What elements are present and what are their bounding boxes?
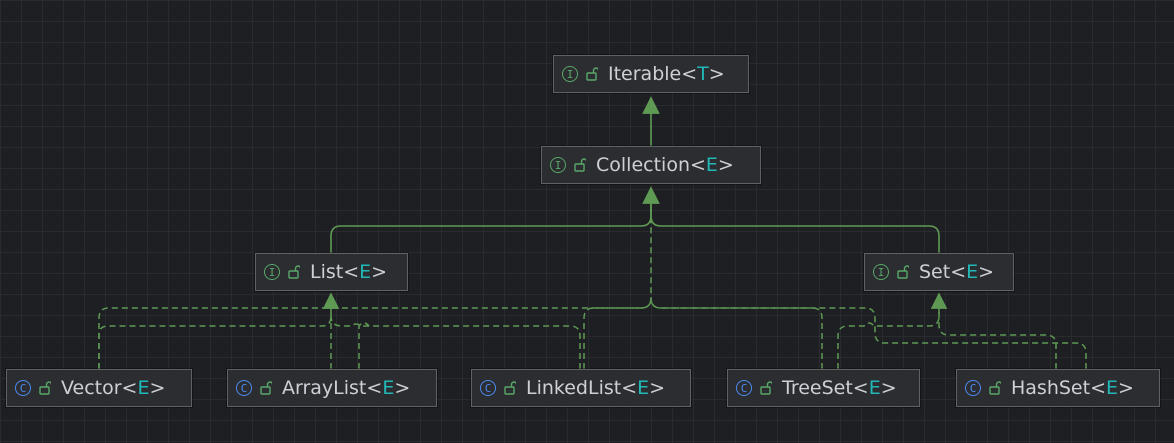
- class-name: ArrayList: [282, 377, 367, 399]
- node-set[interactable]: I Set<E>: [864, 253, 1014, 291]
- generic-close: >: [708, 63, 725, 85]
- class-icon: C: [736, 380, 752, 396]
- edge-linkedlist-list: [330, 315, 581, 369]
- generic-open: <: [121, 377, 138, 399]
- generic-close: >: [649, 377, 666, 399]
- class-name: List: [310, 261, 344, 283]
- generic-close: >: [149, 377, 166, 399]
- unlocked-icon: [897, 265, 909, 279]
- type-parameter: E: [966, 261, 979, 283]
- interface-icon: I: [562, 66, 578, 82]
- interface-icon: I: [550, 157, 566, 173]
- unlocked-icon: [989, 381, 1001, 395]
- class-name: TreeSet: [782, 377, 853, 399]
- class-name: Collection: [596, 154, 690, 176]
- class-name: Iterable: [608, 63, 682, 85]
- type-parameter: E: [1106, 377, 1119, 399]
- node-list[interactable]: I List<E>: [255, 253, 408, 291]
- type-parameter: E: [868, 377, 881, 399]
- unlocked-icon: [586, 67, 598, 81]
- generic-open: <: [621, 377, 638, 399]
- edge-list-collection: [330, 186, 660, 253]
- node-iterable[interactable]: I Iterable<T>: [553, 55, 749, 93]
- edge-arraylist-collection: [358, 322, 370, 369]
- class-name: Set: [919, 261, 951, 283]
- edge-treeset-set: [837, 292, 948, 369]
- generic-close: >: [1118, 377, 1134, 399]
- node-vector[interactable]: C Vector<E>: [6, 369, 192, 407]
- generic-close: >: [394, 377, 411, 399]
- edge-linkedlist-collection: [583, 297, 652, 369]
- class-icon: C: [965, 380, 981, 396]
- unlocked-icon: [574, 158, 586, 172]
- generic-open: <: [681, 63, 698, 85]
- class-icon: C: [236, 380, 252, 396]
- class-icon: C: [15, 380, 31, 396]
- edge-treeset-collection: [650, 297, 823, 369]
- generic-open: <: [366, 377, 383, 399]
- edge-set-collection: [650, 188, 940, 253]
- class-icon: C: [480, 380, 496, 396]
- generic-open: <: [950, 261, 967, 283]
- class-name: LinkedList: [526, 377, 622, 399]
- node-linkedlist[interactable]: C LinkedList<E>: [471, 369, 691, 407]
- node-collection[interactable]: I Collection<E>: [541, 146, 761, 184]
- type-parameter: T: [697, 63, 709, 85]
- class-name: HashSet: [1011, 377, 1091, 399]
- unlocked-icon: [39, 381, 51, 395]
- edge-vector-list: [98, 292, 340, 369]
- type-parameter: E: [705, 154, 718, 176]
- interface-icon: I: [873, 264, 889, 280]
- generic-open: <: [1090, 377, 1106, 399]
- generic-close: >: [880, 377, 897, 399]
- unlocked-icon: [760, 381, 772, 395]
- type-parameter: E: [359, 261, 372, 283]
- type-parameter: E: [637, 377, 650, 399]
- generic-open: <: [689, 154, 706, 176]
- node-arraylist[interactable]: C ArrayList<E>: [227, 369, 437, 407]
- unlocked-icon: [288, 265, 300, 279]
- generic-close: >: [978, 261, 995, 283]
- class-name: Vector: [61, 377, 122, 399]
- edge-vector-collection: [98, 188, 652, 369]
- unlocked-icon: [260, 381, 272, 395]
- edge-hashset-set: [938, 294, 1057, 369]
- type-parameter: E: [137, 377, 150, 399]
- generic-open: <: [852, 377, 869, 399]
- unlocked-icon: [504, 381, 516, 395]
- generic-open: <: [343, 261, 360, 283]
- interface-icon: I: [264, 264, 280, 280]
- node-treeset[interactable]: C TreeSet<E>: [727, 369, 920, 407]
- generic-close: >: [371, 261, 388, 283]
- generic-close: >: [717, 154, 734, 176]
- node-hashset[interactable]: C HashSet<E>: [956, 369, 1160, 407]
- type-parameter: E: [382, 377, 395, 399]
